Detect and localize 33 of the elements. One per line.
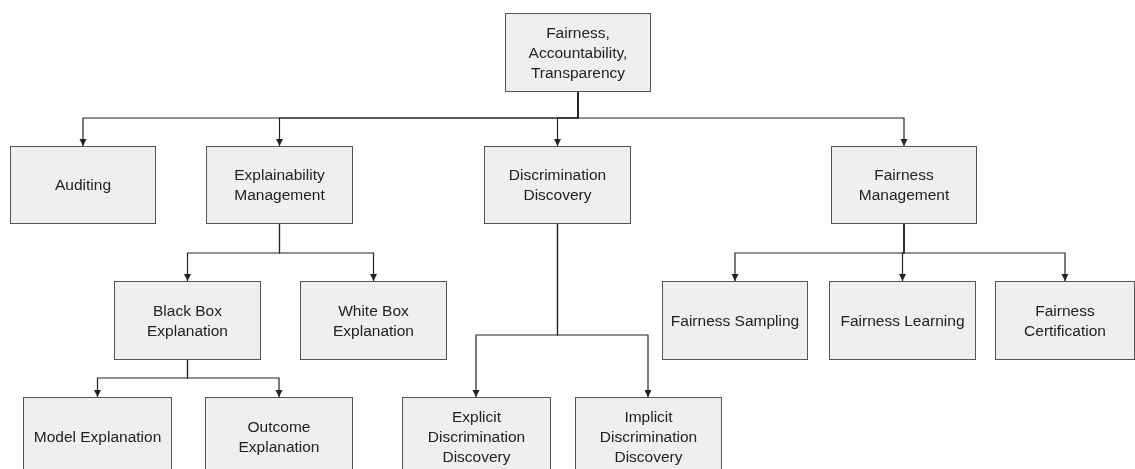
box-label: Explicit Discrimination Discovery <box>426 407 527 467</box>
category-box <box>114 281 261 360</box>
category-box <box>662 281 808 360</box>
box-label: Fairness Learning <box>840 310 965 331</box>
connector-arrow <box>903 223 1069 282</box>
box-label: Fairness Management <box>857 165 951 205</box>
category-box <box>484 146 631 224</box>
category-box <box>505 13 651 92</box>
box-label: Fairness Sampling <box>670 310 800 331</box>
category-box <box>300 281 447 360</box>
connector-arrow <box>278 223 377 282</box>
connector-arrow <box>556 223 652 398</box>
category-box <box>402 397 551 469</box>
box-label: Black Box Explanation <box>146 300 229 341</box>
box-label: Auditing <box>55 175 111 195</box>
box-label: Explainability Management <box>233 165 326 205</box>
box-label: Outcome Explanation <box>237 417 321 457</box>
connector-arrow <box>186 359 283 398</box>
box-label: White Box Explanation <box>332 300 415 341</box>
category-box <box>575 397 722 469</box>
box-label: Fairness Certification <box>1023 300 1107 341</box>
category-box <box>829 281 976 360</box>
box-label: Fairness, Accountability, Transparency <box>527 22 629 83</box>
category-box <box>206 146 353 224</box>
box-label: Model Explanation <box>33 427 162 447</box>
connector-arrow <box>577 91 908 147</box>
box-label: Discrimination Discovery <box>507 165 608 205</box>
category-box <box>995 281 1135 360</box>
box-label: Implicit Discrimination Discovery <box>598 407 699 467</box>
category-box <box>831 146 977 224</box>
category-box <box>205 397 353 469</box>
category-box <box>23 397 172 469</box>
category-box <box>10 146 156 224</box>
